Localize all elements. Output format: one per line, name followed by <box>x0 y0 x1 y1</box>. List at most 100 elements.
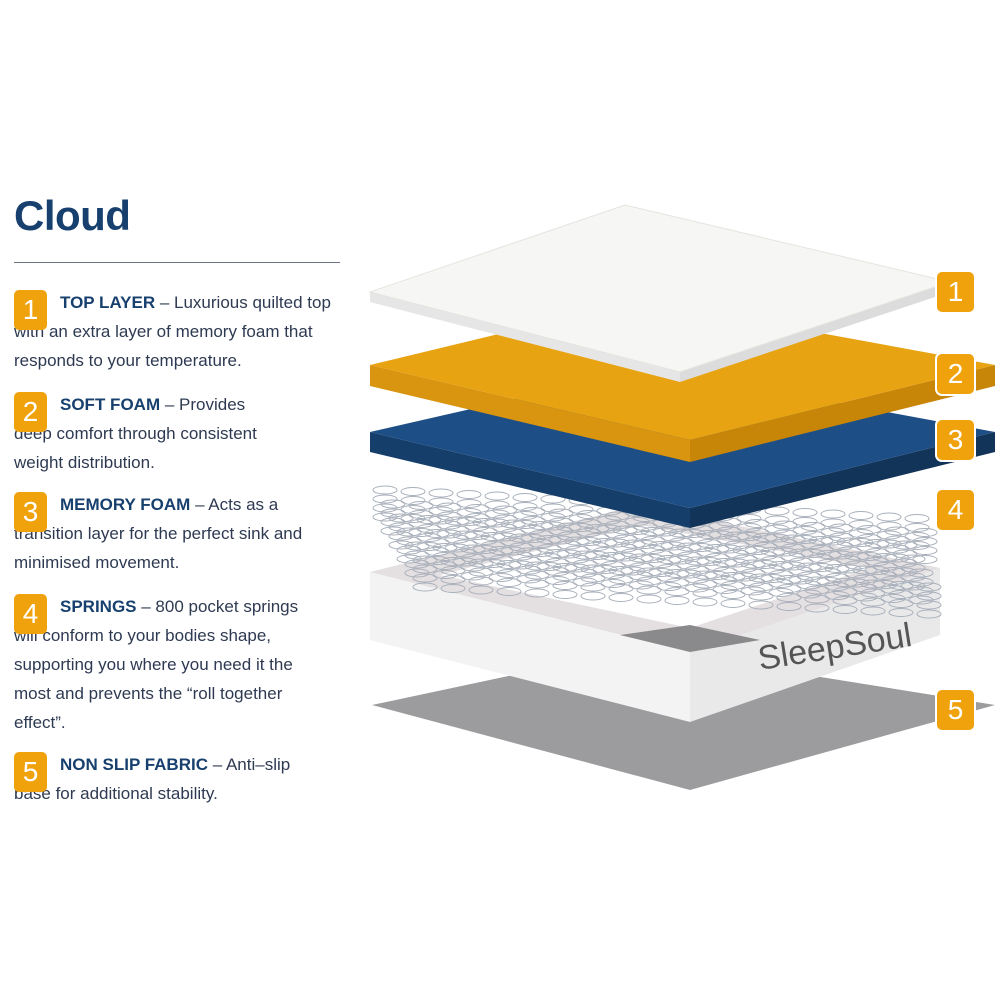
spring-coil <box>664 587 690 596</box>
spring-coil <box>552 563 578 572</box>
spring-coil <box>612 525 638 535</box>
spring-coil <box>556 522 582 532</box>
number-badge: 5 <box>14 752 47 792</box>
spring-coil <box>892 540 918 550</box>
item-heading: NON SLIP FABRIC <box>60 755 208 774</box>
spring-coil <box>876 512 902 522</box>
spring-coil <box>488 546 514 555</box>
spring-coil <box>600 552 626 561</box>
spring-coil <box>888 608 914 617</box>
spring-coil <box>528 521 554 530</box>
spring-coil <box>520 507 546 516</box>
spring-coil <box>796 562 822 572</box>
spring-coil <box>412 582 438 592</box>
spring-coil <box>828 523 854 533</box>
spring-coil <box>636 594 662 604</box>
spring-coil <box>904 514 930 523</box>
base-box-front-left <box>370 572 690 722</box>
spring-coil <box>636 567 662 577</box>
spring-coil <box>668 528 694 538</box>
spring-coil <box>380 508 406 518</box>
spring-coil <box>792 508 818 517</box>
base-box-hole <box>620 625 760 652</box>
spring-coil <box>752 533 778 542</box>
item-heading: MEMORY FOAM <box>60 495 191 514</box>
spring-coil <box>848 511 874 520</box>
spring-coil <box>836 537 862 547</box>
spring-coil <box>720 581 746 590</box>
spring-coil <box>412 555 438 565</box>
spring-coil <box>872 553 898 562</box>
spring-coil <box>832 587 858 596</box>
spring-coil <box>608 584 634 593</box>
spring-coil <box>744 519 770 528</box>
spring-coil <box>628 553 654 563</box>
spring-coil <box>900 554 926 564</box>
spring-coil <box>748 591 774 601</box>
spring-coil <box>456 490 482 499</box>
spring-coil <box>608 566 634 575</box>
spring-coil <box>372 494 398 504</box>
spring-coil <box>844 551 870 561</box>
spring-coil <box>816 550 842 559</box>
spring-coil <box>804 603 830 613</box>
spring-coil <box>492 505 518 515</box>
pocket-springs-layer <box>372 485 942 619</box>
spring-coil <box>468 576 494 586</box>
spring-coil <box>748 600 774 610</box>
spring-coil <box>804 585 830 595</box>
spring-coil <box>592 538 618 547</box>
spring-coil <box>572 550 598 560</box>
number-badge: 1 <box>14 290 47 330</box>
spring-coil <box>604 511 630 521</box>
spring-coil <box>912 528 938 537</box>
callout-5: 5 <box>937 690 974 730</box>
soft-foam-side-right <box>690 365 995 462</box>
spring-coil <box>916 600 942 610</box>
spring-coil <box>440 557 466 566</box>
spring-coil <box>440 575 466 584</box>
spring-coil <box>664 578 690 587</box>
spring-coil <box>800 522 826 531</box>
spring-coil <box>404 541 430 551</box>
spring-coil <box>496 560 522 569</box>
spring-coil <box>580 591 606 601</box>
top-layer-side-right <box>680 282 950 382</box>
spring-coil <box>496 578 522 587</box>
spring-coil <box>608 593 634 602</box>
spring-coil <box>408 501 434 510</box>
spring-coil <box>732 545 758 555</box>
spring-coil <box>484 491 510 501</box>
spring-coil <box>820 509 846 519</box>
spring-coil <box>768 561 794 570</box>
spring-coil <box>780 534 806 544</box>
spring-coil <box>860 588 886 598</box>
layer-item-2: 2 SOFT FOAM – Provides deep comfort thro… <box>14 390 274 477</box>
callout-2: 2 <box>937 354 974 394</box>
spring-coil <box>400 487 426 496</box>
soft-foam-side-left <box>370 365 690 462</box>
spring-coil <box>548 508 574 518</box>
spring-coil <box>888 590 914 599</box>
item-text: – Luxurious quilted top with an extra la… <box>14 293 331 370</box>
spring-coil <box>888 599 914 608</box>
spring-coil <box>424 529 450 538</box>
spring-coil <box>832 596 858 605</box>
spring-coil <box>824 564 850 573</box>
spring-coil <box>916 609 942 619</box>
spring-coil <box>832 578 858 587</box>
spring-coil <box>508 533 534 543</box>
spring-coil <box>908 568 934 578</box>
spring-coil <box>468 558 494 568</box>
spring-coil <box>428 488 454 498</box>
spring-coil <box>640 527 666 536</box>
spring-coil <box>884 526 910 536</box>
spring-coil <box>704 544 730 553</box>
layer-item-4: 4 SPRINGS – 800 pocket springs will conf… <box>14 592 314 737</box>
spring-coil <box>860 606 886 616</box>
spring-coil <box>580 564 606 574</box>
spring-coil <box>676 542 702 552</box>
top-layer-side <box>370 292 680 382</box>
number-badge: 3 <box>14 492 47 532</box>
spring-coil <box>832 605 858 614</box>
